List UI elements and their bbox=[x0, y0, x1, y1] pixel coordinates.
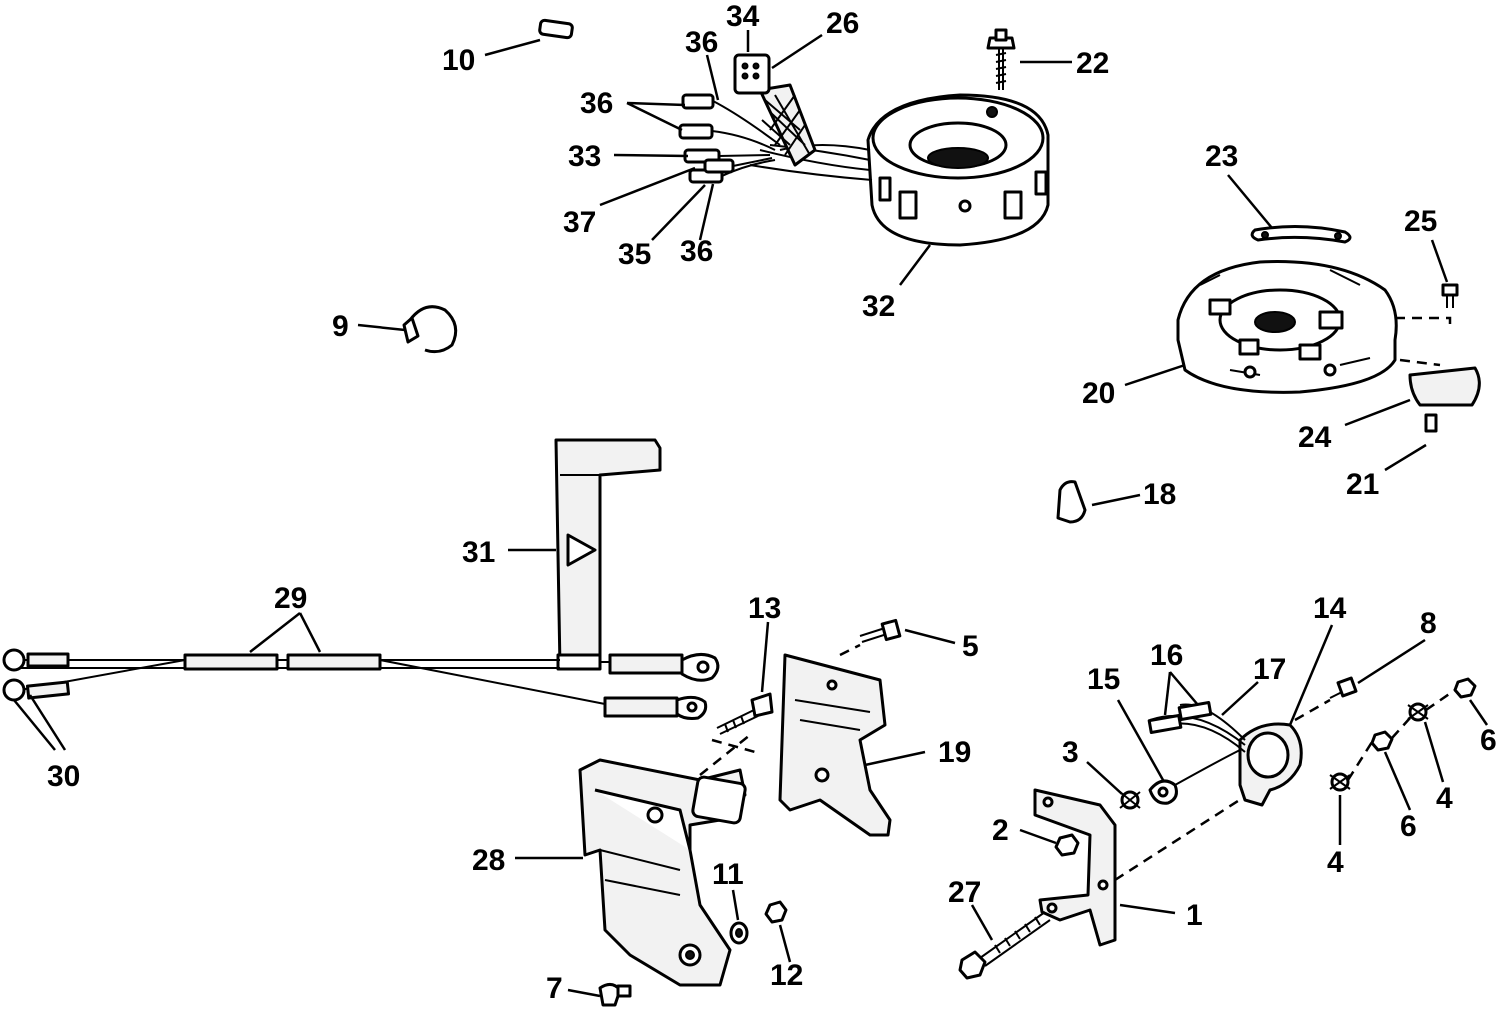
part-12-nut bbox=[764, 900, 788, 924]
callout-18: 18 bbox=[1143, 478, 1176, 511]
callout-36: 36 bbox=[685, 26, 718, 59]
callout-14: 14 bbox=[1313, 592, 1347, 625]
callout-9: 9 bbox=[332, 310, 349, 343]
callout-33: 33 bbox=[568, 140, 601, 173]
callout-19: 19 bbox=[938, 736, 971, 769]
callout-35: 35 bbox=[618, 238, 651, 271]
part-3-lockwasher bbox=[1119, 790, 1141, 810]
callout-10: 10 bbox=[442, 44, 475, 77]
part-4-lockwasher-upper bbox=[1407, 702, 1429, 722]
callout-37: 37 bbox=[563, 206, 596, 239]
callout-16: 16 bbox=[1150, 639, 1183, 672]
part-25-screw bbox=[1441, 283, 1459, 308]
part-24-trigger bbox=[1399, 358, 1481, 407]
callout-24: 24 bbox=[1298, 421, 1332, 454]
callout-23: 23 bbox=[1205, 140, 1238, 173]
part-19-plate bbox=[778, 653, 892, 837]
part-10-pin bbox=[538, 18, 574, 40]
part-21-screw bbox=[1424, 413, 1438, 433]
callout-22: 22 bbox=[1076, 47, 1109, 80]
callout-2: 2 bbox=[992, 814, 1009, 847]
callout-4: 4 bbox=[1327, 846, 1344, 879]
callout-32: 32 bbox=[862, 290, 895, 323]
callout-6: 6 bbox=[1400, 810, 1417, 843]
callout-labels: 34 26 36 10 22 36 33 23 37 25 35 36 32 9… bbox=[47, 0, 1497, 1005]
callout-6: 6 bbox=[1480, 724, 1497, 757]
part-22-screw bbox=[986, 28, 1016, 90]
callout-29: 29 bbox=[274, 582, 307, 615]
part-4-lockwasher-lower bbox=[1329, 772, 1351, 792]
callout-17: 17 bbox=[1253, 653, 1286, 686]
callout-21: 21 bbox=[1346, 468, 1379, 501]
part-5-screw bbox=[859, 618, 902, 643]
callout-36: 36 bbox=[680, 235, 713, 268]
callout-13: 13 bbox=[748, 592, 781, 625]
part-30-ring-terminals bbox=[2, 648, 720, 720]
part-31-cover bbox=[554, 438, 662, 671]
part-1-bracket bbox=[1033, 788, 1117, 947]
part-29-harness bbox=[19, 653, 684, 718]
callout-8: 8 bbox=[1420, 607, 1437, 640]
callout-11: 11 bbox=[712, 858, 744, 891]
callout-26: 26 bbox=[826, 7, 859, 40]
callout-7: 7 bbox=[546, 972, 563, 1005]
callout-27: 27 bbox=[948, 876, 981, 909]
callout-4: 4 bbox=[1436, 782, 1453, 815]
callout-1: 1 bbox=[1186, 899, 1203, 932]
part-9-clip bbox=[402, 305, 458, 354]
callout-36: 36 bbox=[580, 87, 613, 120]
part-15-terminal bbox=[1148, 749, 1241, 805]
part-6-nut-lower bbox=[1370, 730, 1394, 752]
callout-34: 34 bbox=[726, 0, 760, 33]
part-20-timer-base bbox=[1176, 260, 1398, 394]
part-27-bolt bbox=[958, 911, 1051, 980]
part-28-power-pack bbox=[578, 758, 747, 987]
callout-12: 12 bbox=[770, 959, 803, 992]
callout-20: 20 bbox=[1082, 377, 1115, 410]
part-8-screw bbox=[1329, 676, 1358, 699]
part-11-washer bbox=[729, 921, 749, 945]
part-32-stator bbox=[749, 83, 1050, 247]
part-14-switch bbox=[1147, 700, 1303, 807]
callout-31: 31 bbox=[462, 536, 495, 569]
part-18-key bbox=[1056, 480, 1087, 524]
part-23-plate bbox=[1250, 224, 1352, 244]
callout-15: 15 bbox=[1087, 663, 1120, 696]
part-7-screw bbox=[598, 983, 632, 1007]
part-34-connector bbox=[733, 53, 771, 95]
part-2-nut bbox=[1054, 833, 1080, 857]
callout-30: 30 bbox=[47, 760, 80, 793]
part-13-screw bbox=[716, 692, 774, 735]
callout-3: 3 bbox=[1062, 736, 1079, 769]
callout-25: 25 bbox=[1404, 205, 1437, 238]
part-6-nut-upper bbox=[1453, 677, 1477, 699]
callout-5: 5 bbox=[962, 630, 979, 663]
callout-28: 28 bbox=[472, 844, 505, 877]
